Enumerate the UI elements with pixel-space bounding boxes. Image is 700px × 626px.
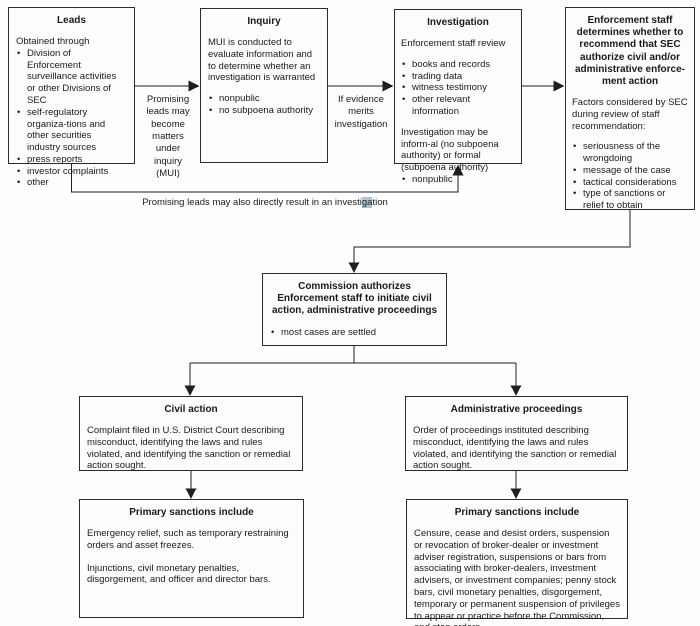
box-investigation-intro: Enforcement staff review — [401, 38, 506, 50]
bullet-item: Division of Enforcement surveillance act… — [16, 48, 127, 107]
arrow-split-to-admin — [510, 363, 522, 396]
box-admin-proceedings-body: Order of proceedings instituted describi… — [413, 425, 617, 472]
box-enforcement-staff: Enforcement staff determines whether to … — [565, 7, 695, 212]
box-leads: Leads Obtained through Division of Enfor… — [8, 7, 135, 189]
arrow-split-to-civil — [184, 363, 196, 396]
box-investigation-title: Investigation — [427, 17, 489, 28]
box-leads-intro: Obtained through — [16, 36, 90, 48]
box-commission-bullets: most cases are settled — [270, 327, 439, 339]
bullet-item: self-regulatory organiza-tions and other… — [16, 107, 127, 154]
label-leads-to-inquiry: Promising leads may become matters under… — [146, 94, 190, 180]
arrow-investigation-to-enforcement — [522, 80, 565, 92]
box-inquiry-title: Inquiry — [247, 16, 281, 27]
bullet-item: investor complaints — [16, 166, 127, 178]
box-enforcement-staff-bullets: seriousness of the wrongdoing message of… — [572, 141, 688, 212]
box-inquiry-intro: MUI is conducted to evaluate information… — [208, 37, 316, 84]
arrow-inquiry-to-investigation — [328, 80, 394, 92]
box-enforcement-staff-intro: Factors considered by SEC during review … — [572, 97, 688, 132]
arrow-admin-to-sanctions — [510, 471, 522, 499]
bullet-item: witness testimony — [401, 82, 515, 94]
box-civil-action-title: Civil action — [164, 404, 218, 415]
bullet-item: message of the case — [572, 165, 688, 177]
bullet-item: tactical considerations — [572, 177, 688, 189]
bullet-item: other — [16, 177, 127, 189]
label-text-selection-highlight: ga — [361, 197, 373, 208]
box-civil-sanctions-paragraph: Emergency relief, such as temporary rest… — [87, 528, 289, 551]
bullet-item: nonpublic — [208, 93, 320, 105]
box-civil-sanctions-title: Primary sanctions include — [129, 507, 254, 518]
bullet-item: books and records — [401, 59, 515, 71]
box-investigation-note: Investigation may be inform-al (no subpo… — [401, 126, 499, 174]
box-inquiry-bullets: nonpublic no subpoena authority — [208, 93, 320, 117]
arrow-civil-to-sanctions — [185, 471, 197, 499]
arrow-leads-to-inquiry — [135, 80, 200, 92]
box-investigation-bullets: books and records trading data witness t… — [401, 59, 515, 118]
box-civil-action-body: Complaint filed in U.S. District Court d… — [87, 425, 291, 472]
box-civil-sanctions: Primary sanctions include Emergency reli… — [79, 499, 304, 618]
label-leads-to-investigation: Promising leads may also directly result… — [115, 197, 415, 209]
box-commission: Commission authorizes Enforcement staff … — [262, 273, 447, 346]
box-commission-title: Commission authorizes Enforcement staff … — [271, 281, 438, 317]
bullet-item: trading data — [401, 71, 515, 83]
label-text-pre: Promising leads may also directly result… — [142, 197, 362, 208]
box-enforcement-staff-title: Enforcement staff determines whether to … — [574, 15, 686, 87]
box-leads-title: Leads — [57, 15, 86, 26]
bullet-item: type of sanctions or relief to obtain — [572, 188, 688, 212]
bullet-item: most cases are settled — [270, 327, 439, 339]
arrow-enforcement-to-commission — [348, 210, 631, 273]
bullet-item: no subpoena authority — [208, 105, 320, 117]
box-admin-sanctions-body: Censure, cease and desist orders, suspen… — [414, 528, 620, 626]
box-investigation-note-bullets: nonpublic — [401, 174, 515, 186]
box-civil-sanctions-paragraph: Injunctions, civil monetary penalties, d… — [87, 562, 271, 586]
label-text-post: tion — [372, 197, 388, 208]
box-admin-proceedings: Administrative proceedings Order of proc… — [405, 396, 628, 471]
connector-commission-split — [190, 346, 516, 364]
box-leads-bullets: Division of Enforcement surveillance act… — [16, 48, 127, 189]
box-civil-action: Civil action Complaint filed in U.S. Dis… — [79, 396, 303, 471]
bullet-item: seriousness of the wrongdoing — [572, 141, 688, 165]
bullet-item: press reports — [16, 154, 127, 166]
box-admin-sanctions: Primary sanctions include Censure, cease… — [406, 499, 628, 626]
box-investigation: Investigation Enforcement staff review b… — [394, 9, 522, 185]
box-admin-sanctions-title: Primary sanctions include — [454, 507, 580, 518]
bullet-item: other relevant information — [401, 94, 515, 118]
box-admin-proceedings-title: Administrative proceedings — [450, 404, 583, 415]
box-inquiry: Inquiry MUI is conducted to evaluate inf… — [200, 8, 328, 163]
label-inquiry-to-investigation: If evidence merits investigation — [334, 94, 388, 130]
bullet-item: nonpublic — [401, 174, 515, 186]
